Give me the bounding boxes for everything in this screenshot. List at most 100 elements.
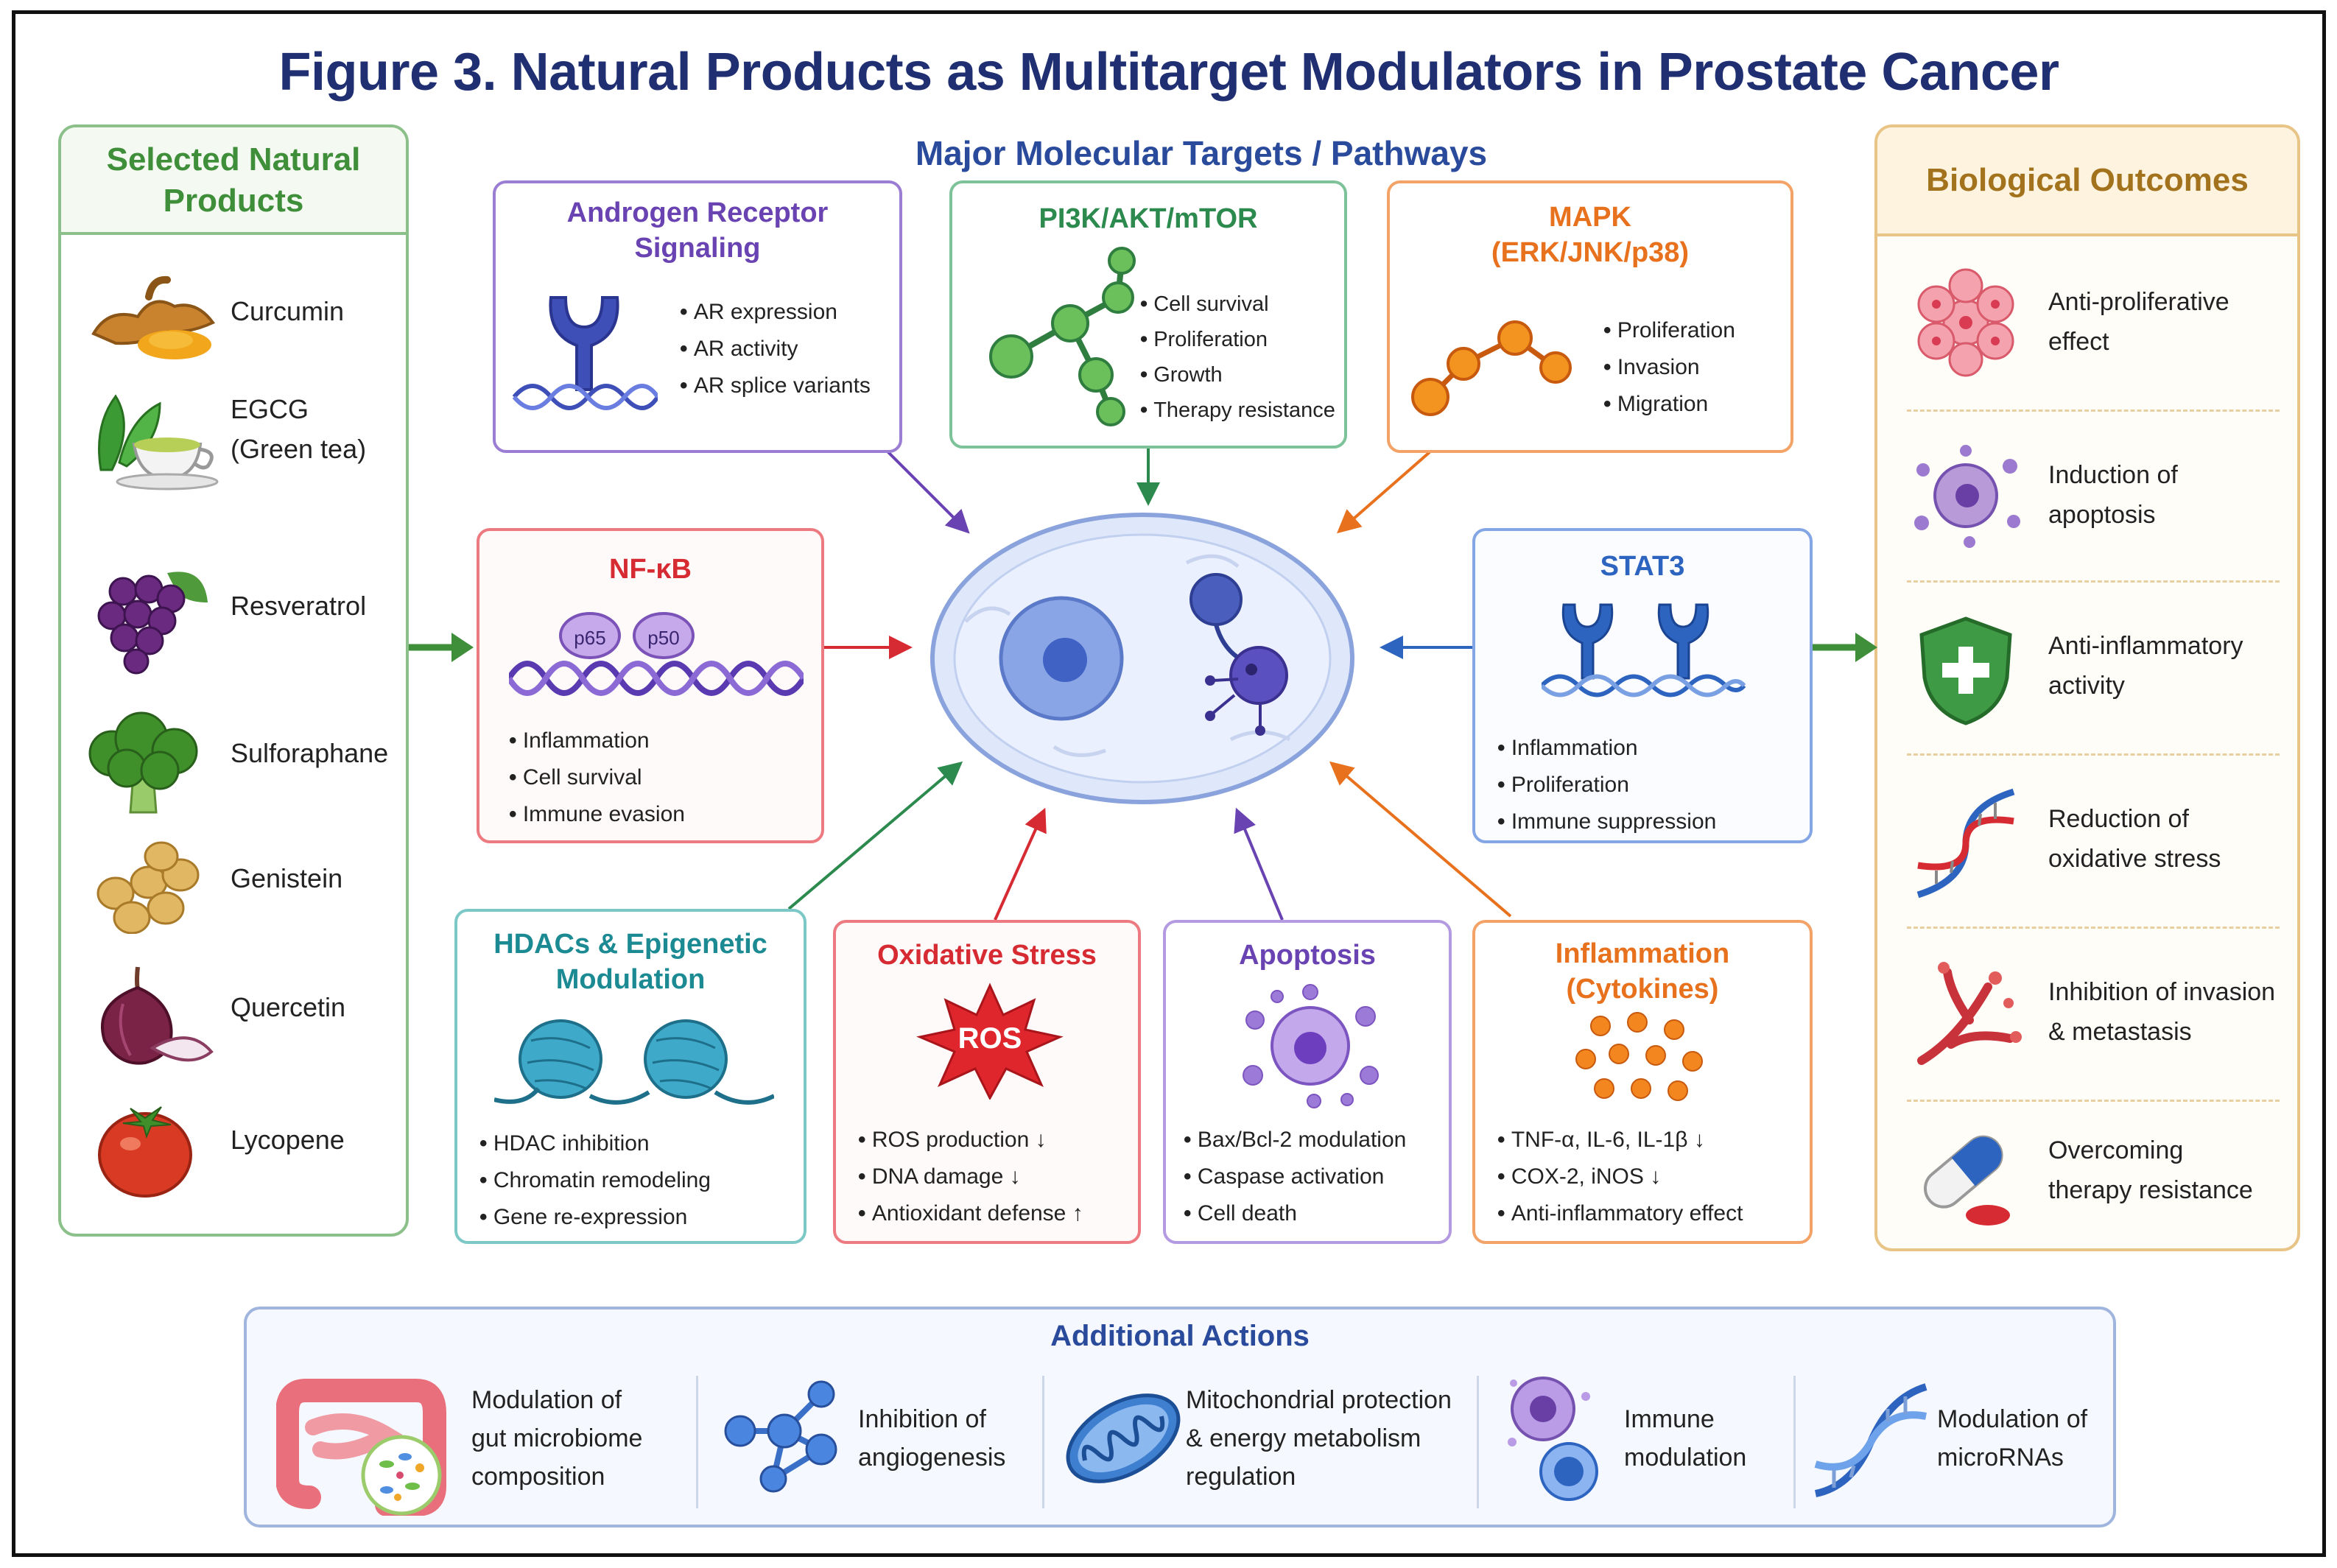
np-label: Resveratrol [231, 591, 367, 621]
cytokines-icon [1575, 1012, 1703, 1101]
bullet: Proliferation [1497, 767, 1716, 804]
arrow-oxidative [994, 807, 1047, 921]
arrow-inflammation [1329, 761, 1512, 918]
dna-helix-icon [1814, 1383, 1927, 1497]
tomato-icon [98, 1106, 192, 1198]
bullet: Immune evasion [509, 796, 685, 833]
biological-outcomes-panel: Biological Outcomes Anti-proliferative e… [1874, 124, 2300, 1251]
apoptotic-cell-icon [1914, 445, 2020, 548]
additional-label: Modulation of gut microbiome composition [471, 1386, 643, 1491]
np-item-quercetin: Quercetin [61, 952, 406, 1065]
additional-item: Immune modulation [1499, 1361, 1786, 1516]
bullet: ROS production ↓ [858, 1122, 1083, 1159]
bullet: DNA damage ↓ [858, 1159, 1083, 1195]
np-label: Curcumin [231, 296, 345, 326]
oxidative-title: Oxidative Stress [877, 940, 1097, 971]
arrow-apoptosis [1234, 807, 1284, 921]
divider [1907, 1100, 2280, 1102]
mapk-title: MAPK (ERK/JNK/p38) [1491, 202, 1690, 268]
broccoli-icon [88, 711, 198, 814]
additional-title: Additional Actions [1050, 1320, 1310, 1352]
outcome-item: Induction of apoptosis [1877, 409, 2297, 580]
capsule-icon [1923, 1135, 2010, 1226]
bullet: TNF-α, IL-6, IL-1β ↓ [1497, 1122, 1743, 1159]
np-item-lycopene: Lycopene [61, 1085, 406, 1198]
bullet: Immune suppression [1497, 804, 1716, 840]
arrow-hdac [787, 761, 963, 910]
outcome-label: Induction of apoptosis [2048, 461, 2178, 529]
bullet: AR splice variants [680, 368, 871, 404]
p50-label: p50 [647, 627, 680, 649]
onion-icon [101, 966, 214, 1065]
figure-title: Figure 3. Natural Products as Multitarge… [278, 43, 2059, 102]
turmeric-icon [91, 275, 216, 359]
bullet: Invasion [1603, 349, 1735, 386]
additional-item: Modulation of microRNAs [1808, 1361, 2103, 1516]
bullet: AR activity [680, 331, 871, 368]
target-hdac: HDACs & Epigenetic Modulation HDAC inhib… [454, 909, 806, 1244]
additional-item: Inhibition of angiogenesis [718, 1361, 1035, 1516]
invasion-icon [1917, 962, 2022, 1065]
additional-item: Modulation of gut microbiome composition [276, 1361, 689, 1516]
outcome-item: Anti-inflammatory activity [1877, 580, 2297, 751]
divider [1907, 580, 2280, 583]
target-pi3k-akt-mtor: PI3K/AKT/mTOR Cell survival Proliferatio… [949, 180, 1347, 449]
bullet: Antioxidant defense ↑ [858, 1195, 1083, 1232]
divider [1907, 409, 2280, 412]
bullet: HDAC inhibition [479, 1125, 711, 1162]
p65-label: p65 [574, 627, 606, 649]
np-item-egcg: EGCG (Green tea) [61, 374, 406, 491]
arrow-right-icon [1813, 633, 1877, 662]
hdac-title: HDACs & Epigenetic Modulation [493, 929, 767, 995]
inflammation-title: Inflammation (Cytokines) [1555, 938, 1730, 1005]
additional-label: Mitochondrial protection & energy metabo… [1186, 1386, 1452, 1491]
natural-products-panel: Selected Natural Products Curcumin EGCG … [58, 124, 409, 1237]
bullet: AR expression [680, 294, 871, 331]
gut-microbiome-icon [276, 1379, 446, 1516]
separator [1042, 1376, 1044, 1508]
additional-label: Inhibition of angiogenesis [858, 1405, 1006, 1472]
additional-label: Immune modulation [1624, 1405, 1747, 1472]
stat3-title: STAT3 [1600, 551, 1685, 582]
bullet: Cell survival [1140, 286, 1335, 322]
target-mapk: MAPK (ERK/JNK/p38) Proliferation Invasio… [1387, 180, 1793, 453]
target-oxidative-stress: Oxidative Stress ROS ROS production ↓ DN… [833, 920, 1141, 1244]
bullet: COX-2, iNOS ↓ [1497, 1159, 1743, 1195]
np-label: Sulforaphane [231, 738, 389, 768]
figure-frame: Figure 3. Natural Products as Multitarge… [12, 10, 2326, 1557]
bullet: Anti-inflammatory effect [1497, 1195, 1743, 1232]
mitochondrion-icon [1066, 1393, 1181, 1483]
outcome-label: Anti-inflammatory activity [2048, 632, 2243, 700]
bullet: Cell death [1184, 1195, 1406, 1232]
targets-subtitle: Major Molecular Targets / Pathways [915, 134, 1488, 172]
mapk-cascade-icon [1411, 320, 1572, 416]
separator [696, 1376, 698, 1508]
apoptosis-title: Apoptosis [1239, 940, 1376, 971]
np-item-sulforaphane: Sulforaphane [61, 698, 406, 814]
ros-burst-icon [916, 982, 1064, 1100]
shield-plus-icon [1919, 616, 2012, 725]
green-tea-icon [98, 394, 219, 491]
prostate-cancer-cell-icon [930, 513, 1354, 804]
cell-cluster-icon [1917, 268, 2014, 377]
np-label: Lycopene [231, 1125, 345, 1155]
bullet: Gene re-expression [479, 1199, 711, 1236]
target-inflammation: Inflammation (Cytokines) TNF-α, IL-6, IL… [1472, 920, 1813, 1244]
divider [1907, 927, 2280, 929]
separator [1793, 1376, 1796, 1508]
pi3k-title: PI3K/AKT/mTOR [1039, 203, 1258, 234]
stat3-dimer-icon [1542, 603, 1746, 697]
bullet: Proliferation [1603, 312, 1735, 349]
target-androgen-receptor: Androgen Receptor Signaling AR expressio… [493, 180, 902, 453]
separator [1477, 1376, 1479, 1508]
dna-icon [1916, 788, 2015, 899]
nucleosome-icon [494, 1019, 774, 1105]
np-item-resveratrol: Resveratrol [61, 551, 406, 675]
bullet: Caspase activation [1184, 1159, 1406, 1195]
bullet: Migration [1603, 386, 1735, 423]
bullet: Inflammation [1497, 730, 1716, 767]
divider [1907, 753, 2280, 756]
ros-badge: ROS [957, 1022, 1022, 1055]
pathway-arrows [787, 440, 1512, 921]
additional-label: Modulation of microRNAs [1937, 1405, 2088, 1472]
